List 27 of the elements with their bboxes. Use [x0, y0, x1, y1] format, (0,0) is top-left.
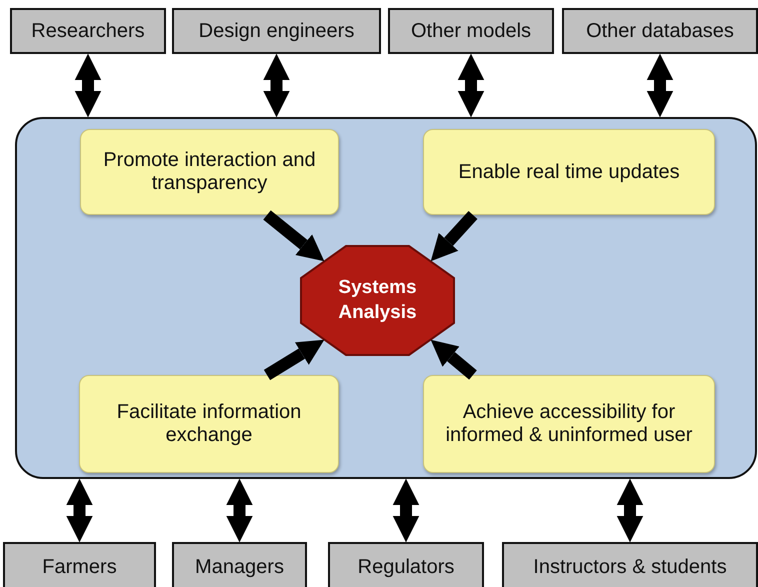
stakeholder-box: Managers: [172, 542, 307, 587]
goal-box: Facilitate information exchange: [79, 375, 339, 473]
arrow: [646, 54, 674, 118]
arrow: [226, 478, 253, 542]
arrow: [430, 340, 477, 380]
stakeholder-box: Instructors & students: [502, 542, 758, 587]
arrow: [264, 340, 324, 380]
arrow: [66, 478, 93, 542]
goal-box: Promote interaction and transparency: [80, 129, 339, 215]
stakeholder-box: Researchers: [10, 8, 166, 54]
octagon-node: [300, 245, 455, 356]
arrow: [458, 54, 484, 118]
arrow: [616, 478, 644, 542]
stakeholder-box: Regulators: [328, 542, 484, 587]
arrow: [392, 478, 420, 542]
stakeholder-box: Design engineers: [172, 8, 381, 54]
arrow: [263, 54, 290, 118]
arrow: [74, 54, 102, 118]
goal-box: Achieve accessibility for informed & uninformed user: [423, 375, 715, 473]
goal-box: Enable real time updates: [423, 129, 715, 215]
stakeholder-box: Other models: [388, 8, 554, 54]
arrow: [430, 210, 478, 262]
stakeholder-box: Other databases: [562, 8, 758, 54]
stakeholder-box: Farmers: [3, 542, 156, 587]
arrow: [263, 210, 324, 262]
node-label: Systems Analysis: [337, 276, 418, 324]
panel-background: [15, 117, 757, 479]
